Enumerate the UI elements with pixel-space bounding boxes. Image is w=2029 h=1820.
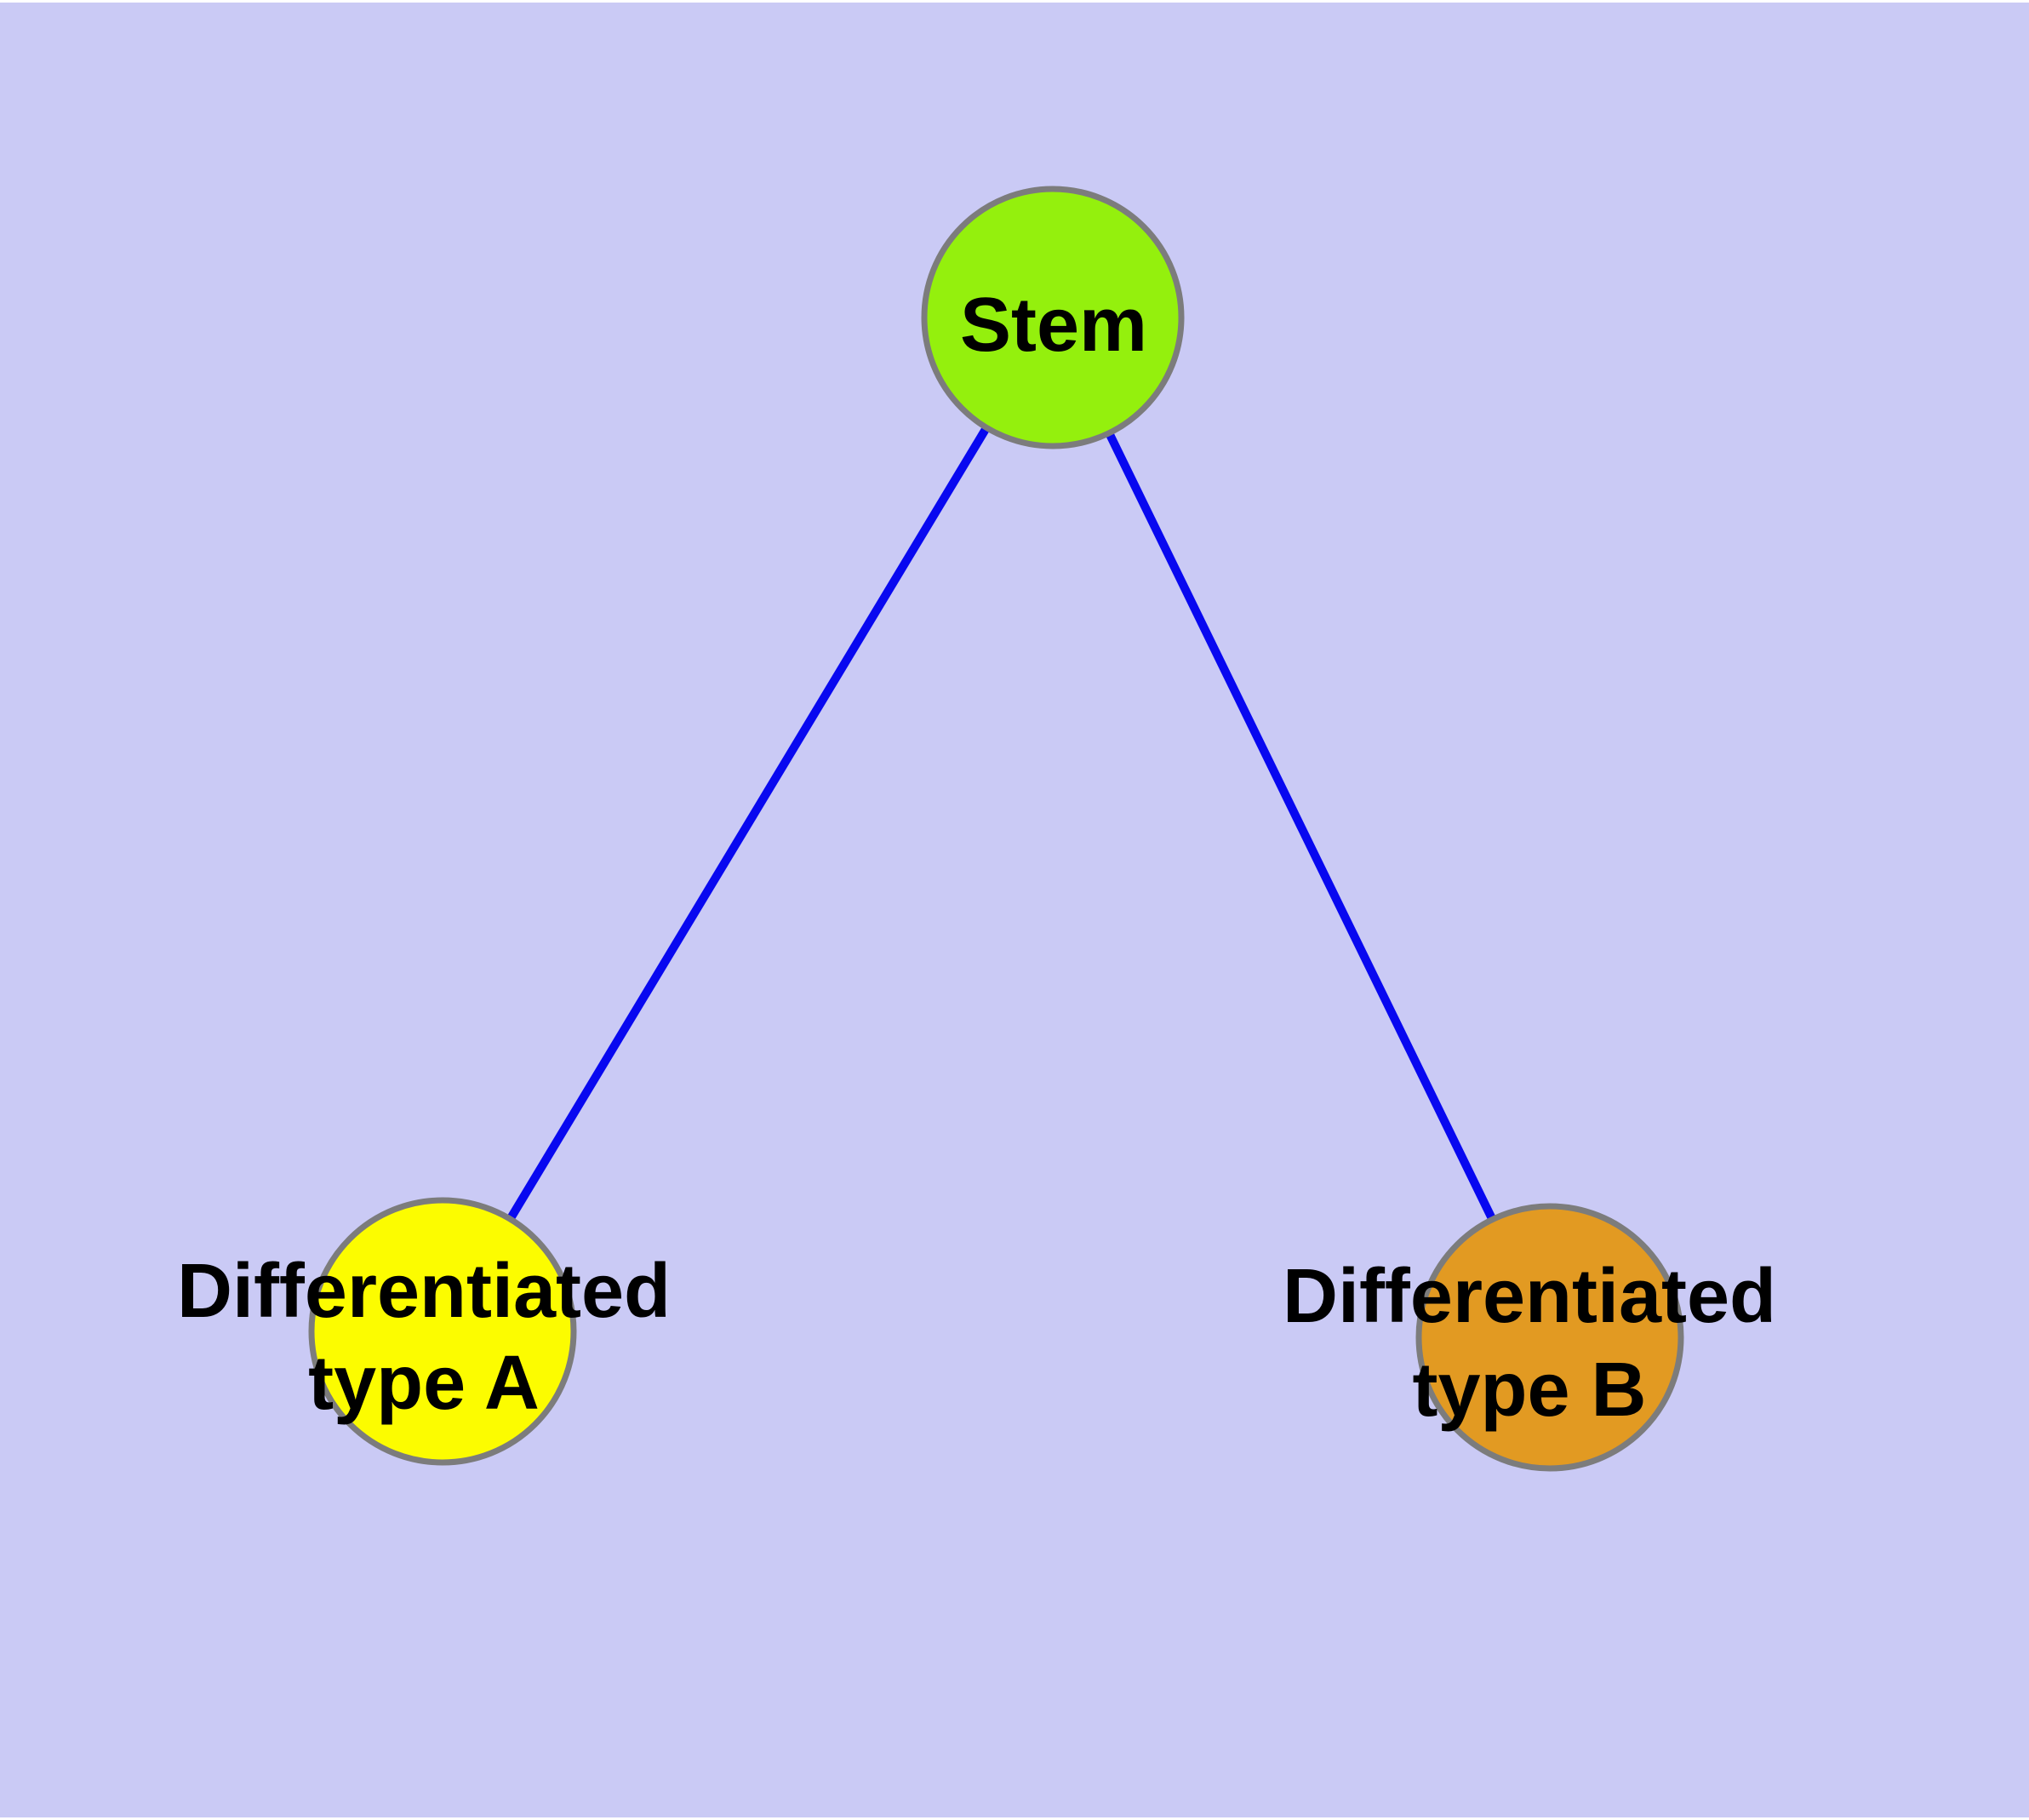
node-stem-label: Stem (960, 283, 1147, 368)
node-differentiated-type-b-label-line-1: Differentiated (1283, 1254, 1776, 1339)
node-differentiated-type-b-label-line-2: type B (1412, 1348, 1646, 1433)
node-stem-circle (921, 186, 1185, 449)
node-differentiated-type-b-circle (1415, 1203, 1684, 1472)
node-differentiated-type-b-label: Differentiated type B (1283, 1254, 1776, 1433)
edge-stem-to-differentiated-type-a (438, 315, 1057, 1334)
node-differentiated-type-a-label-line-1: Differentiated (177, 1249, 671, 1334)
edges-layer (438, 315, 1554, 1340)
node-differentiated-type-a-label-line-2: type A (308, 1341, 540, 1426)
node-differentiated-type-a-circle (308, 1197, 577, 1466)
edge-stem-to-differentiated-type-b (1049, 315, 1554, 1340)
node-stem-label-line-1: Stem (960, 283, 1147, 368)
node-differentiated-type-b: Differentiated type B (1283, 1203, 1776, 1472)
node-stem: Stem (921, 186, 1185, 449)
